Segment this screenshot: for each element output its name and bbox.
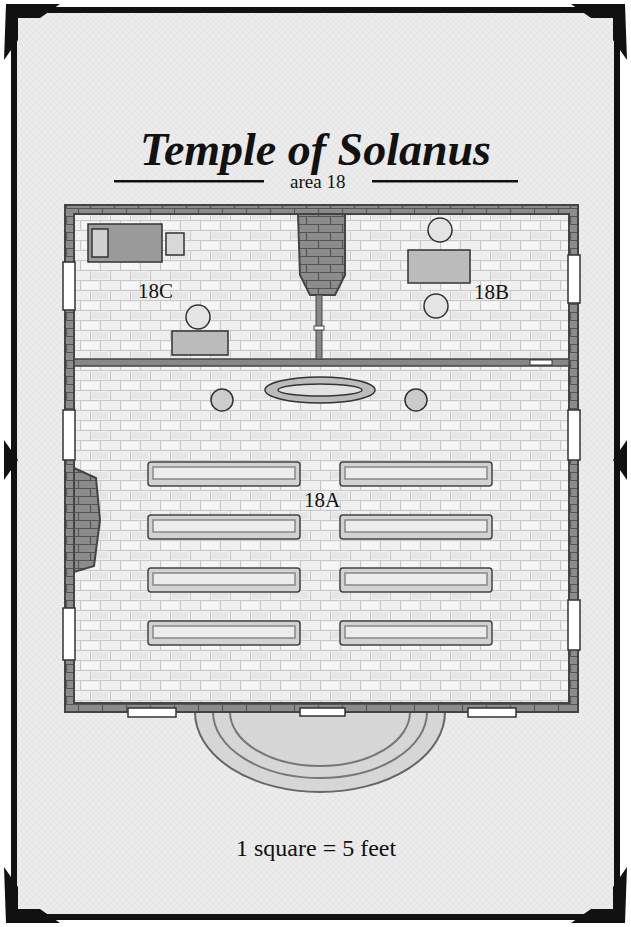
pew — [148, 462, 300, 486]
pew-seat — [153, 467, 295, 479]
pew-seat — [345, 467, 487, 479]
pew-seat — [153, 626, 295, 638]
scale-note: 1 square = 5 feet — [236, 836, 396, 860]
pew — [340, 462, 492, 486]
map-title: Temple of Solanus — [140, 127, 491, 173]
pew — [340, 568, 492, 592]
pew — [148, 621, 300, 645]
pew — [340, 515, 492, 539]
pew-seat — [153, 573, 295, 585]
pew — [148, 568, 300, 592]
pew — [148, 515, 300, 539]
room-label: 18C — [138, 281, 173, 302]
pew-seat — [345, 573, 487, 585]
pew-seat — [153, 520, 295, 532]
room-label: 18B — [474, 282, 509, 303]
pew — [340, 621, 492, 645]
pew-seat — [345, 520, 487, 532]
room-label: 18A — [304, 490, 340, 511]
area-subtitle: area 18 — [284, 172, 351, 191]
pew-seat — [345, 626, 487, 638]
